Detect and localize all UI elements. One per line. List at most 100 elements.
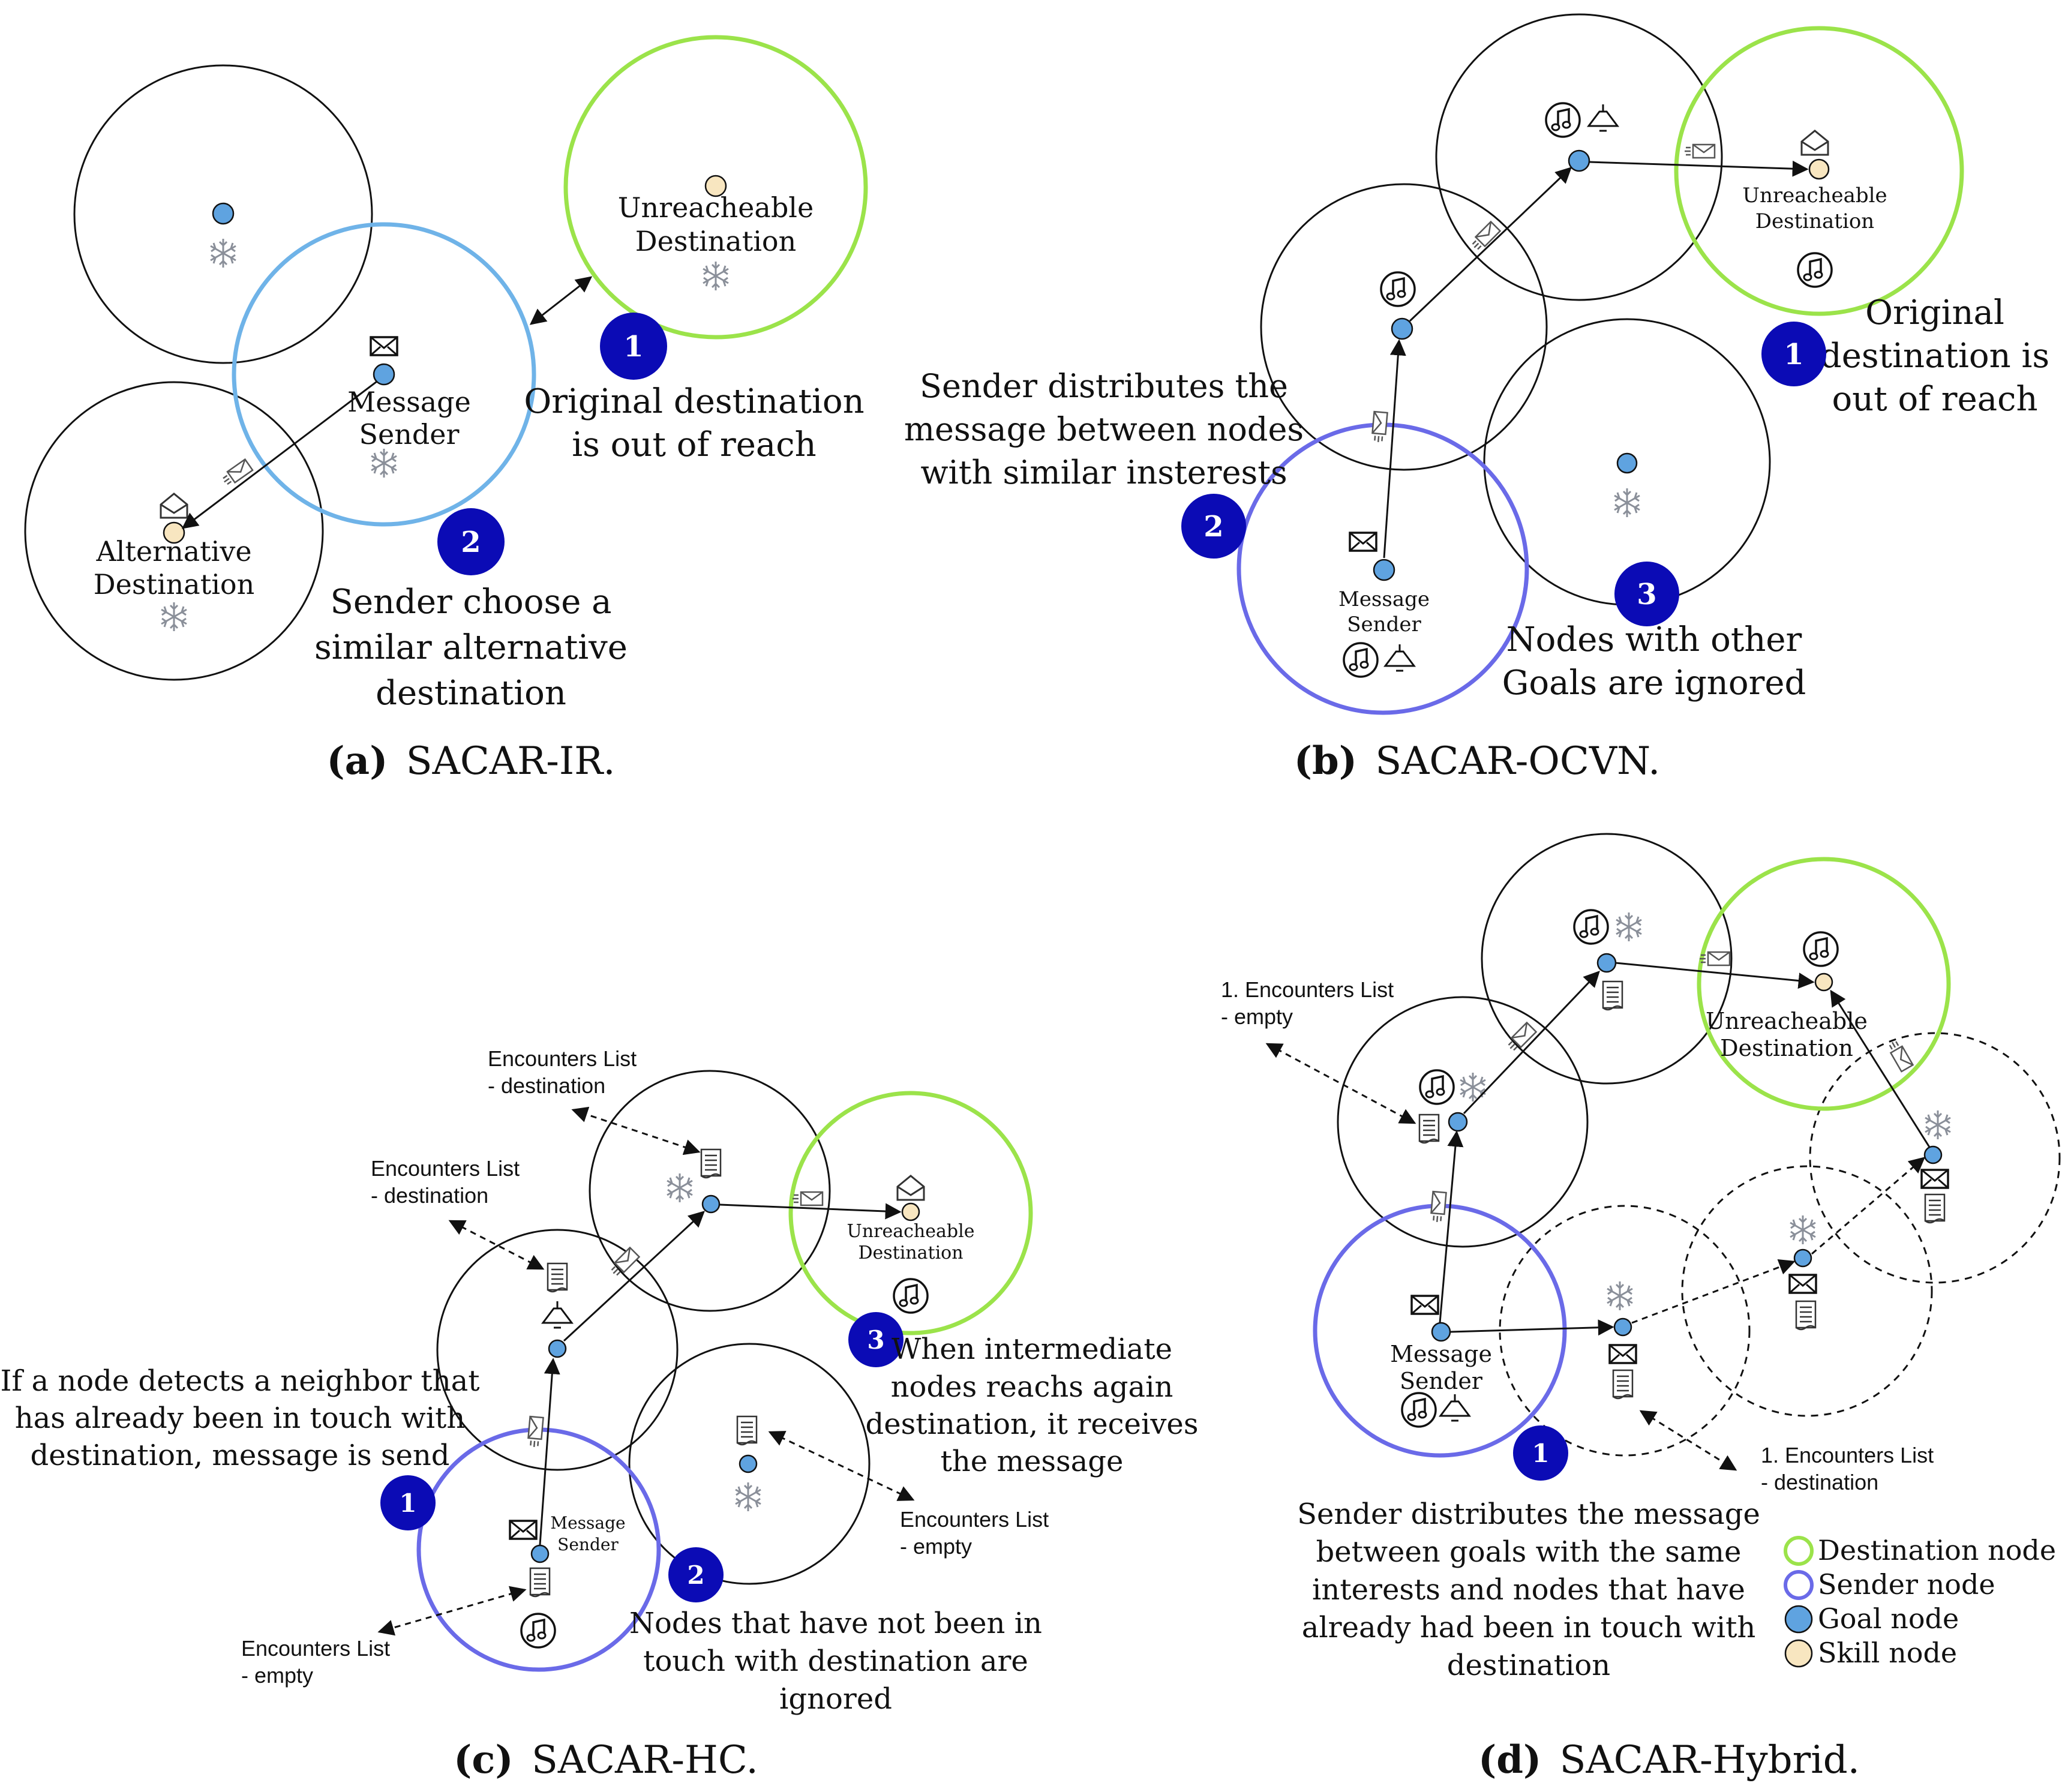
alt-label: Destination: [94, 568, 254, 601]
sender-node: [373, 363, 395, 386]
sender-label: Message: [347, 386, 471, 418]
note-text: already had been in touch with: [1302, 1611, 1756, 1644]
note-text: When intermediate: [892, 1332, 1172, 1366]
legend-destination-marker: [1784, 1536, 1814, 1566]
legend-label: Goal node: [1818, 1602, 1959, 1635]
message-arrow: [539, 1358, 560, 1545]
destination-range-circle: [788, 1091, 1033, 1335]
flying-envelope-icon: [1430, 1190, 1447, 1224]
snowflake-icon: [1924, 1109, 1952, 1140]
encounters-link: [571, 1106, 701, 1155]
note-text: the message: [941, 1445, 1124, 1478]
music-note-icon: [1573, 909, 1609, 945]
goal-node: [1448, 1112, 1468, 1132]
step-badge-number: 3: [867, 1325, 884, 1355]
encounters-label: Encounters List: [488, 1046, 637, 1071]
note-text: interests and nodes that have: [1312, 1573, 1745, 1607]
range-circle: [73, 64, 373, 364]
caption-letter: (c): [454, 1737, 514, 1782]
destination-range-circle: [1674, 26, 1964, 316]
range-circle: [589, 1070, 831, 1312]
flying-envelope-icon: [1469, 221, 1501, 253]
sender-label: Sender: [359, 418, 459, 451]
caption: (b) SACAR-OCVN.: [1294, 739, 1661, 784]
document-icon: [1924, 1193, 1946, 1224]
flying-envelope-icon: [220, 458, 254, 488]
dest-label: Unreacheable: [618, 191, 814, 224]
legend: Destination node Sender node Goal node S…: [1784, 1534, 2056, 1669]
panel-b: Unreacheable Destination Message Sender …: [904, 13, 2049, 784]
document-icon: [547, 1262, 568, 1293]
snowflake-icon: [1613, 487, 1641, 518]
step-badge: [1513, 1425, 1568, 1481]
legend-goal-marker: [1784, 1605, 1813, 1634]
snowflake-icon: [1606, 1280, 1634, 1311]
goal-node: [548, 1339, 567, 1358]
step-badge: [380, 1475, 436, 1530]
encounters-label: - destination: [488, 1073, 605, 1098]
music-note-icon: [1380, 271, 1416, 307]
goal-node: [1793, 1248, 1812, 1268]
goal-node: [212, 202, 235, 225]
step-badge: [668, 1547, 724, 1602]
note-text: destination: [376, 674, 566, 713]
message-arrow: [1631, 1259, 1796, 1324]
step-badge-number: 1: [623, 330, 643, 364]
encounters-label: Encounters List: [371, 1156, 520, 1181]
note-text: Nodes that have not been in: [629, 1607, 1042, 1640]
snowflake-icon: [734, 1481, 762, 1512]
flying-envelope-icon: [1683, 143, 1716, 159]
goal-node: [1391, 317, 1413, 340]
snowflake-icon: [160, 601, 188, 632]
message-arrow: [1589, 160, 1809, 177]
encounters-label: Encounters List: [900, 1507, 1049, 1532]
snowflake-icon: [1615, 911, 1643, 942]
step-badge-number: 2: [461, 526, 481, 559]
dest-label: Destination: [858, 1242, 963, 1263]
goal-node: [701, 1194, 721, 1214]
encounters-link: [448, 1220, 545, 1270]
step-badge-number: 2: [1203, 510, 1223, 544]
note-text: destination is: [1820, 337, 2049, 376]
sender-label: Message: [550, 1513, 625, 1533]
sender-label: Sender: [1347, 613, 1421, 637]
panel-c: Unreacheable Destination Message Sender …: [0, 1046, 1198, 1782]
step-badge: [848, 1312, 904, 1367]
skill-node: [163, 521, 185, 544]
music-note-icon: [1797, 252, 1833, 288]
range-circle: [24, 381, 324, 681]
bell-icon: [1439, 1393, 1470, 1422]
snowflake-icon: [1789, 1214, 1817, 1245]
flying-envelope-icon: [527, 1415, 544, 1449]
goal-node: [1613, 1317, 1632, 1337]
document-icon: [1418, 1113, 1440, 1144]
note-text: Sender choose a: [330, 583, 611, 622]
encounters-link: [1639, 1410, 1737, 1471]
range-circle: [1260, 183, 1548, 471]
note-text: Original: [1865, 293, 2004, 332]
caption: (a) SACAR-IR.: [326, 739, 615, 784]
note-text: Nodes with other: [1506, 620, 1802, 659]
panel-d: Unreacheable Destination Message Sender: [1221, 833, 2061, 1782]
message-arrow: [1450, 1319, 1614, 1336]
caption: (d) SACAR-Hybrid.: [1478, 1737, 1860, 1782]
range-circle: [1681, 1165, 1933, 1417]
caption-text: SACAR-OCVN.: [1375, 739, 1660, 784]
skill-node: [1808, 158, 1830, 180]
sender-node: [1373, 559, 1395, 581]
note-text: If a node detects a neighbor that: [0, 1364, 479, 1398]
flying-envelope-icon: [791, 1191, 824, 1206]
dest-label: Unreacheable: [847, 1221, 975, 1242]
document-icon: [1612, 1369, 1634, 1400]
note-text: destination, it receives: [866, 1407, 1199, 1441]
bell-icon: [1587, 103, 1619, 132]
note-text: ignored: [779, 1682, 892, 1716]
sender-node: [1431, 1322, 1451, 1342]
envelope-icon: [1608, 1344, 1637, 1364]
note-text: Sender distributes the: [920, 367, 1288, 405]
legend-label: Sender node: [1818, 1568, 1995, 1601]
range-circle: [436, 1229, 679, 1471]
document-icon: [1602, 980, 1623, 1011]
note-text: touch with destination are: [643, 1644, 1028, 1678]
open-envelope-icon: [1800, 130, 1829, 156]
